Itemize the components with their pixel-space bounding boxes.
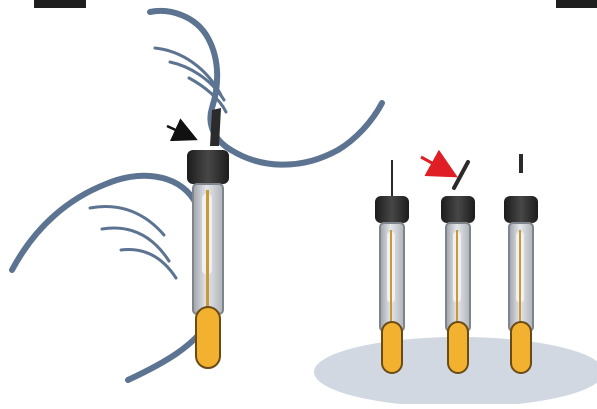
top-right-corner-tab bbox=[556, 0, 597, 8]
lower-hand-fingers bbox=[90, 206, 176, 278]
tube-3-swab-handle bbox=[519, 230, 521, 330]
tube-3-swab-tip bbox=[511, 322, 531, 373]
tube-1-swab-handle bbox=[390, 230, 392, 330]
top-left-corner-tab bbox=[34, 0, 86, 8]
red-arrow-icon bbox=[421, 157, 450, 173]
tube-1-swab-tip bbox=[382, 322, 402, 373]
tube-1-cap bbox=[375, 196, 409, 223]
right-panel-three-tube-sequence bbox=[314, 154, 597, 404]
tube-2-swab-tip bbox=[448, 322, 468, 373]
tube-2-tip-bent bbox=[454, 162, 468, 188]
left-tube-cap bbox=[187, 150, 229, 184]
tube-2-cap bbox=[441, 196, 475, 223]
tube-3-tip-removed bbox=[519, 154, 523, 173]
left-panel-hand-operation bbox=[12, 11, 382, 380]
upper-hand-outline bbox=[150, 11, 382, 165]
black-arrow-icon bbox=[167, 126, 191, 137]
left-tube-swab-tip bbox=[196, 307, 220, 368]
left-tube-swab-handle bbox=[206, 190, 209, 316]
tube-3-cap bbox=[504, 196, 538, 223]
tube-2-swab-handle bbox=[456, 230, 458, 330]
